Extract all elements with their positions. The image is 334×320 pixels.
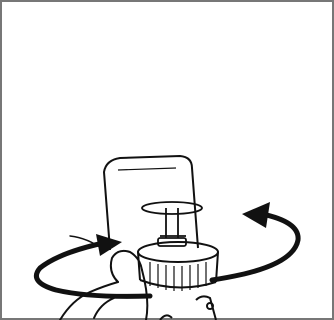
curved-arrow-left [36,234,150,296]
curved-arrow-right [212,202,298,280]
container-bottom [160,296,216,320]
cap-base [138,242,218,291]
spindle [142,202,202,246]
